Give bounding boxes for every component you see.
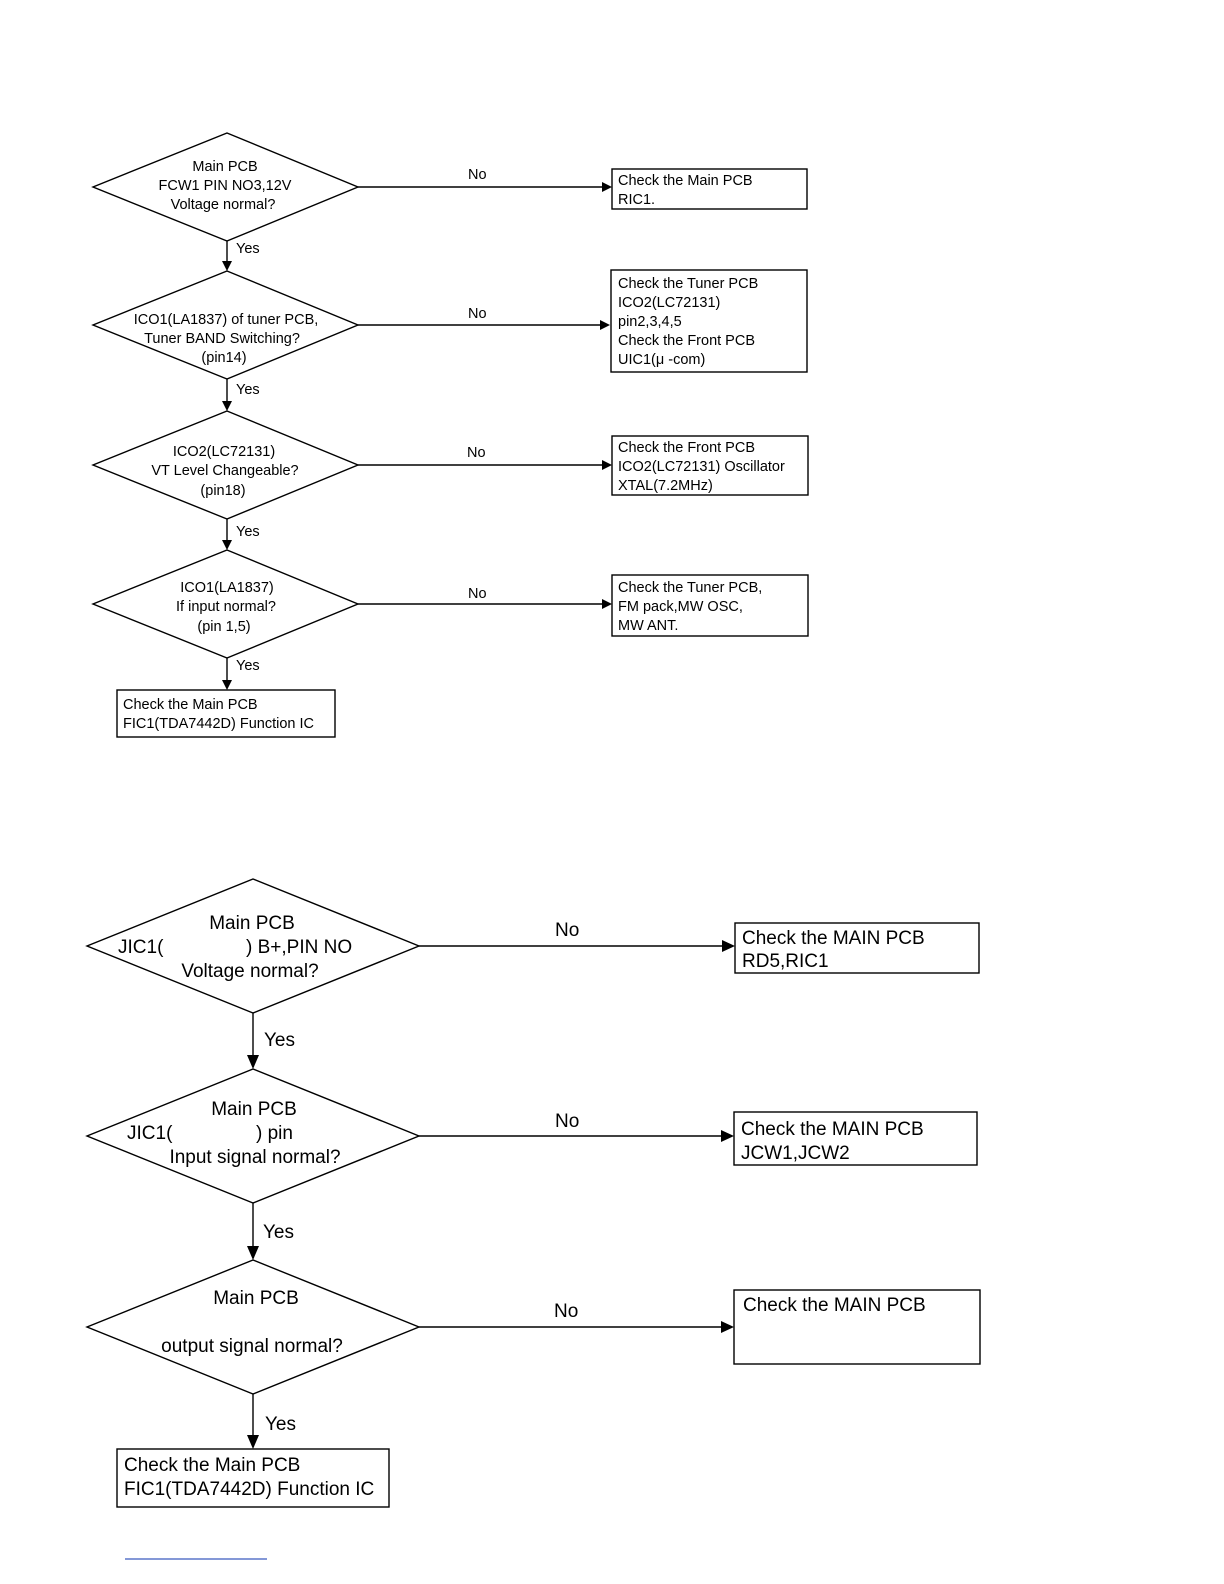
yes-label: Yes bbox=[236, 658, 260, 674]
action-text: ICO2(LC72131) bbox=[618, 295, 720, 311]
action-box-ric1 bbox=[611, 168, 808, 210]
action-box-jcw bbox=[733, 1111, 978, 1166]
final-text: Check the Main PCB bbox=[124, 1455, 300, 1476]
action-text: MW ANT. bbox=[618, 618, 678, 634]
no-label: No bbox=[555, 1111, 579, 1132]
decision-text: (pin14) bbox=[201, 350, 246, 366]
action-box-oscillator bbox=[611, 435, 809, 496]
action-text: Check the MAIN PCB bbox=[742, 928, 925, 949]
decision-text: Main PCB bbox=[192, 159, 257, 175]
decision-text: Tuner BAND Switching? bbox=[144, 331, 300, 347]
action-text: RIC1. bbox=[618, 192, 655, 208]
decision-text: FCW1 PIN NO3,12V bbox=[159, 178, 292, 194]
action-box-fm-pack bbox=[611, 574, 809, 637]
decision-text: ICO2(LC72131) bbox=[173, 444, 275, 460]
yes-label: Yes bbox=[236, 524, 260, 540]
yes-arrows bbox=[222, 241, 232, 690]
decision-text: If input normal? bbox=[176, 599, 276, 615]
decision-text: Voltage normal? bbox=[181, 961, 318, 982]
action-text: UIC1(μ -com) bbox=[618, 352, 705, 368]
decision-text: Main PCB bbox=[213, 1288, 299, 1309]
decision-text: JIC1( bbox=[127, 1123, 173, 1144]
no-label: No bbox=[468, 586, 487, 602]
action-text: ICO2(LC72131) Oscillator bbox=[618, 459, 785, 475]
yes-label: Yes bbox=[265, 1414, 296, 1435]
action-text: Check the Front PCB bbox=[618, 333, 755, 349]
decision-text: Voltage normal? bbox=[171, 197, 276, 213]
action-text: pin2,3,4,5 bbox=[618, 314, 682, 330]
decision-text: ) pin bbox=[256, 1123, 293, 1144]
yes-label: Yes bbox=[236, 382, 260, 398]
action-box-rd5-ric1 bbox=[734, 922, 980, 974]
action-box-main-pcb bbox=[733, 1289, 981, 1365]
decision-text: ) B+,PIN NO bbox=[246, 937, 352, 958]
action-box-tuner-front bbox=[610, 269, 808, 373]
flowchart-1: Main PCB FCW1 PIN NO3,12V Voltage normal… bbox=[91, 132, 809, 738]
decision-text: Main PCB bbox=[209, 913, 295, 934]
decision-text: (pin 1,5) bbox=[197, 619, 250, 635]
final-text: FIC1(TDA7442D) Function IC bbox=[124, 1479, 374, 1500]
no-label: No bbox=[468, 167, 487, 183]
final-text: FIC1(TDA7442D) Function IC bbox=[123, 716, 314, 732]
decision-text: ICO1(LA1837) bbox=[180, 580, 274, 596]
no-label: No bbox=[555, 920, 579, 941]
no-arrows bbox=[419, 940, 735, 1333]
flowchart-2: Main PCB JIC1( ) B+,PIN NO Voltage norma… bbox=[85, 878, 981, 1508]
final-box-function-ic bbox=[116, 1448, 390, 1508]
decision-text: output signal normal? bbox=[161, 1336, 343, 1357]
action-text: FM pack,MW OSC, bbox=[618, 599, 743, 615]
action-text: Check the Main PCB bbox=[618, 173, 753, 189]
no-label: No bbox=[467, 445, 486, 461]
action-text: Check the MAIN PCB bbox=[743, 1295, 926, 1316]
yes-label: Yes bbox=[263, 1222, 294, 1243]
yes-label: Yes bbox=[264, 1030, 295, 1051]
decision-text: Input signal normal? bbox=[169, 1147, 340, 1168]
yes-label: Yes bbox=[236, 241, 260, 257]
decision-text: VT Level Changeable? bbox=[151, 463, 298, 479]
action-text: JCW1,JCW2 bbox=[741, 1143, 850, 1164]
final-box-function-ic bbox=[116, 689, 336, 738]
yes-arrows bbox=[247, 1013, 259, 1449]
decision-text: ICO1(LA1837) of tuner PCB, bbox=[134, 312, 319, 328]
action-text: XTAL(7.2MHz) bbox=[618, 478, 713, 494]
final-text: Check the Main PCB bbox=[123, 697, 258, 713]
no-arrows bbox=[358, 182, 612, 609]
action-text: Check the Tuner PCB bbox=[618, 276, 758, 292]
action-text: Check the Tuner PCB, bbox=[618, 580, 762, 596]
action-text: RD5,RIC1 bbox=[742, 951, 829, 972]
no-label: No bbox=[554, 1301, 578, 1322]
decision-output-signal bbox=[85, 1259, 421, 1395]
action-text: Check the MAIN PCB bbox=[741, 1119, 924, 1140]
decision-text: JIC1( bbox=[118, 937, 164, 958]
decision-text: Main PCB bbox=[211, 1099, 297, 1120]
no-label: No bbox=[468, 306, 487, 322]
action-text: Check the Front PCB bbox=[618, 440, 755, 456]
decision-text: (pin18) bbox=[200, 483, 245, 499]
